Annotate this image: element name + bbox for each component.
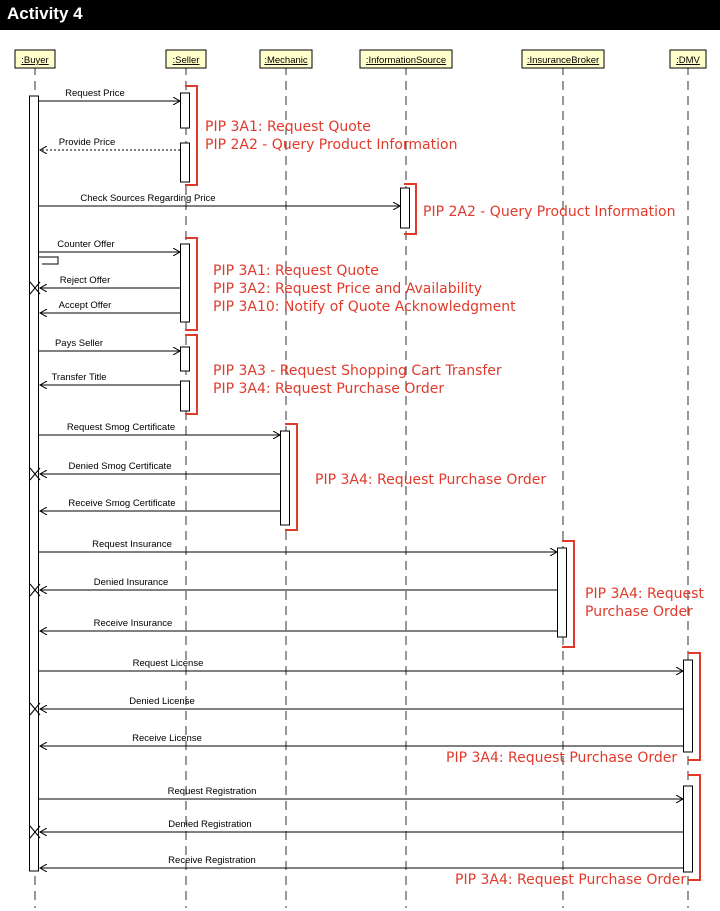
- pip-annotation-5: PIP 3A2: Request Price and Availability: [213, 281, 482, 297]
- message-label-reject-offer: Reject Offer: [60, 275, 111, 286]
- activation-seller-4: [180, 346, 190, 372]
- message-label-provide-price: Provide Price: [59, 137, 116, 148]
- pip-annotation-10: PIP 3A4: Request: [585, 586, 704, 602]
- destroy-mark-reject-offer: [29, 281, 41, 295]
- message-label-request-insurance: Request Insurance: [92, 539, 172, 550]
- lifeline-header-buyer: [14, 49, 56, 69]
- message-label-transfer-title: Transfer Title: [51, 372, 106, 383]
- activation-seller-3: [180, 243, 190, 323]
- pip-annotation-13: PIP 3A4: Request Purchase Order: [455, 872, 686, 888]
- annotation-bracket-mechanic-smog: [285, 423, 298, 531]
- pip-annotation-4: PIP 3A1: Request Quote: [213, 263, 379, 279]
- title-bar: Activity 4: [0, 0, 720, 30]
- activation-informationsource: [400, 187, 410, 229]
- lifeline-header-insurancebroker: [521, 49, 605, 69]
- page-title: Activity 4: [7, 4, 83, 23]
- message-label-check-sources-regarding-price: Check Sources Regarding Price: [80, 193, 215, 204]
- annotation-bracket-dmv-license: [688, 652, 701, 761]
- annotation-bracket-informationsource-query: [404, 183, 417, 235]
- message-label-receive-registration: Receive Registration: [168, 855, 256, 866]
- message-label-counter-offer: Counter Offer: [57, 239, 114, 250]
- destroy-mark-denied-registration: [29, 825, 41, 839]
- lifeline-header-dmv: [669, 49, 707, 69]
- pip-annotation-12: PIP 3A4: Request Purchase Order: [446, 750, 677, 766]
- annotation-bracket-seller-purchase: [185, 334, 198, 415]
- annotation-bracket-seller-quote: [185, 85, 198, 186]
- activation-seller-2: [180, 142, 190, 183]
- lifeline-label-buyer: :Buyer: [21, 55, 48, 66]
- message-label-pays-seller: Pays Seller: [55, 338, 103, 349]
- pip-annotation-7: PIP 3A3 - Request Shopping Cart Transfer: [213, 363, 502, 379]
- pip-annotation-6: PIP 3A10: Notify of Quote Acknowledgment: [213, 299, 516, 315]
- self-call-arrow: [38, 256, 59, 265]
- activation-seller-1: [180, 92, 190, 129]
- pip-annotation-3: PIP 2A2 - Query Product Information: [423, 204, 675, 220]
- pip-annotation-11: Purchase Order: [585, 604, 693, 620]
- message-label-denied-registration: Denied Registration: [168, 819, 251, 830]
- message-label-request-license: Request License: [133, 658, 204, 669]
- lifeline-header-informationsource: [359, 49, 453, 69]
- pip-annotation-2: PIP 2A2 - Query Product Information: [205, 137, 457, 153]
- pip-annotation-8: PIP 3A4: Request Purchase Order: [213, 381, 444, 397]
- pip-annotation-9: PIP 3A4: Request Purchase Order: [315, 472, 546, 488]
- activation-seller-5: [180, 380, 190, 412]
- destroy-mark-denied-insurance: [29, 583, 41, 597]
- activation-mechanic: [280, 430, 290, 526]
- message-label-request-smog-certificate: Request Smog Certificate: [67, 422, 175, 433]
- activation-insurancebroker: [557, 547, 567, 638]
- destroy-mark-denied-smog-certificate: [29, 467, 41, 481]
- lifeline-label-informationsource: :InformationSource: [366, 55, 446, 66]
- annotation-bracket-dmv-registration: [688, 774, 701, 881]
- lifeline-header-mechanic: [259, 49, 313, 69]
- message-label-request-price: Request Price: [65, 88, 125, 99]
- message-label-denied-license: Denied License: [129, 696, 195, 707]
- annotation-bracket-insurance: [562, 540, 575, 648]
- activation-buyer: [29, 95, 39, 872]
- message-label-accept-offer: Accept Offer: [59, 300, 112, 311]
- activation-dmv-1: [683, 659, 693, 753]
- annotation-bracket-seller-negotiation: [185, 237, 198, 331]
- lifeline-header-seller: [165, 49, 207, 69]
- lifeline-label-insurancebroker: :InsuranceBroker: [527, 55, 599, 66]
- message-label-receive-license: Receive License: [132, 733, 202, 744]
- message-label-denied-insurance: Denied Insurance: [94, 577, 168, 588]
- activation-dmv-2: [683, 785, 693, 873]
- message-label-receive-smog-certificate: Receive Smog Certificate: [68, 498, 175, 509]
- lifeline-label-mechanic: :Mechanic: [264, 55, 308, 66]
- destroy-mark-denied-license: [29, 702, 41, 716]
- lifeline-label-seller: :Seller: [173, 55, 200, 66]
- lifeline-label-dmv: :DMV: [676, 55, 700, 66]
- message-label-request-registration: Request Registration: [168, 786, 257, 797]
- pip-annotation-1: PIP 3A1: Request Quote: [205, 119, 371, 135]
- message-label-receive-insurance: Receive Insurance: [94, 618, 173, 629]
- message-label-denied-smog-certificate: Denied Smog Certificate: [69, 461, 172, 472]
